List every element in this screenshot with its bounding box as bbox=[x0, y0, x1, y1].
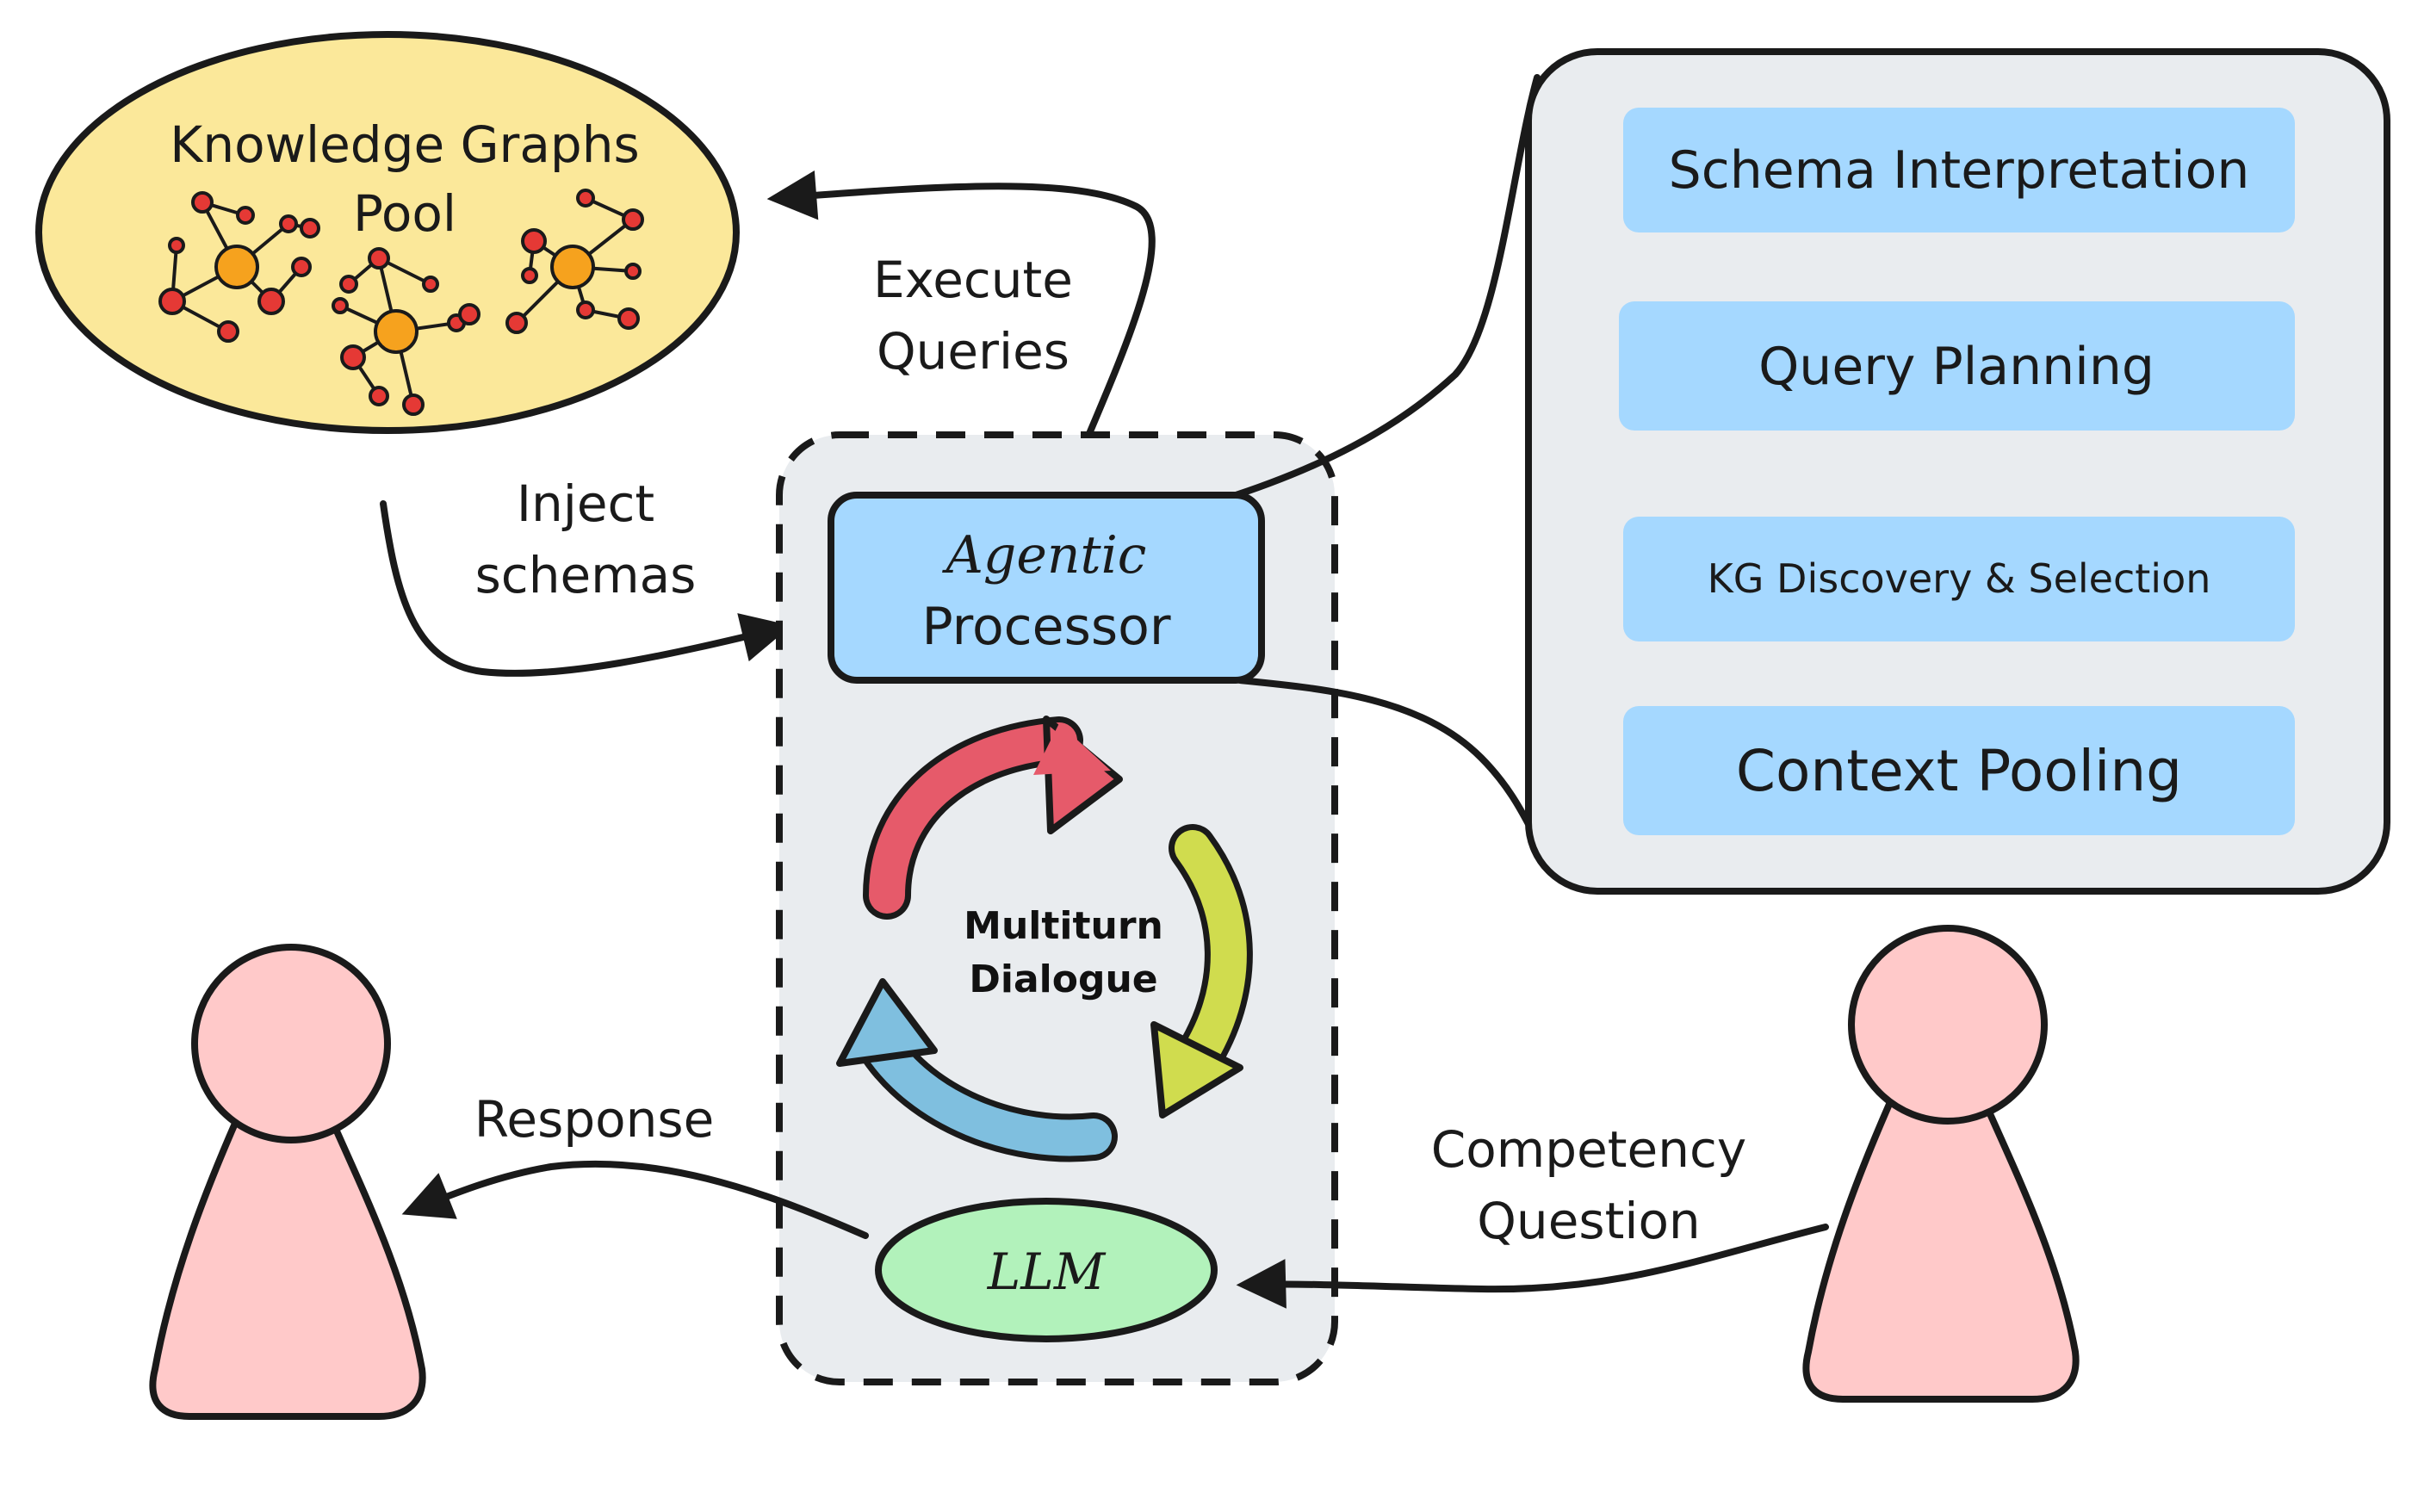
kg-pool-ellipse bbox=[35, 31, 740, 434]
capabilities-panel-box bbox=[1525, 48, 2390, 895]
capability-label: Schema Interpretation bbox=[1669, 140, 2250, 201]
response-arrow bbox=[401, 1160, 869, 1239]
kg-pool-title-line2: Pool bbox=[353, 184, 456, 243]
llm-label: LLM bbox=[987, 1242, 1107, 1301]
callout-connector-bottom bbox=[1237, 677, 1541, 843]
capability-label: Query Planning bbox=[1758, 337, 2154, 397]
cycle-arrow-yellow-icon bbox=[1150, 824, 1253, 1119]
llm-node: LLM bbox=[875, 1198, 1218, 1342]
execute-queries-label-line1: Execute bbox=[873, 251, 1073, 309]
capability-query-planning: Query Planning bbox=[1619, 301, 2295, 431]
execute-queries-label-line2: Queries bbox=[877, 322, 1070, 381]
kg-pool-title-line1: Knowledge Graphs bbox=[170, 115, 639, 174]
capability-context-pooling: Context Pooling bbox=[1623, 706, 2295, 835]
capability-box bbox=[1623, 108, 2295, 232]
agentic-processor-label-line1: Agentic bbox=[942, 525, 1147, 586]
cycle-arrow-blue-icon bbox=[836, 978, 1118, 1162]
multiturn-dialogue-cycle: Multiturn Dialogue bbox=[836, 716, 1253, 1162]
capability-schema-interpretation: Schema Interpretation bbox=[1623, 108, 2295, 232]
person-head bbox=[191, 944, 391, 1143]
person-head bbox=[1848, 925, 2048, 1125]
user-avatar-right-icon bbox=[1802, 925, 2080, 1403]
competency-question-arrow bbox=[1236, 1224, 1829, 1309]
graph-cluster-icon bbox=[332, 247, 480, 416]
competency-question-label-line2: Question bbox=[1477, 1192, 1700, 1250]
response-edge: Response bbox=[401, 1090, 869, 1239]
capability-box bbox=[1623, 706, 2295, 835]
cycle-arrow-red-icon bbox=[863, 716, 1123, 920]
callout-connector-top bbox=[1219, 74, 1541, 503]
knowledge-graphs-pool: Knowledge Graphs Pool bbox=[35, 31, 740, 434]
competency-question-edge: Competency Question bbox=[1236, 1120, 1829, 1309]
person-body bbox=[149, 1116, 426, 1420]
agentic-processor-label-line2: Processor bbox=[922, 597, 1171, 657]
graph-cluster-icon bbox=[505, 189, 644, 334]
inject-schemas-label-line1: Inject bbox=[517, 474, 654, 533]
capability-label: Context Pooling bbox=[1736, 738, 2182, 804]
agentic-processor: Agentic Processor bbox=[828, 492, 1265, 684]
capabilities-panel: Schema Interpretation Query Planning KG … bbox=[1525, 48, 2390, 895]
agentic-processor-box bbox=[828, 492, 1265, 684]
inject-schemas-arrow bbox=[380, 500, 792, 677]
capability-label: KG Discovery & Selection bbox=[1708, 555, 2211, 602]
execute-queries-arrow bbox=[766, 170, 1156, 499]
execute-queries-edge: Execute Queries bbox=[766, 170, 1156, 499]
capability-kg-discovery-selection: KG Discovery & Selection bbox=[1623, 517, 2295, 641]
cycle-label-line2: Dialogue bbox=[969, 957, 1157, 1001]
capability-box bbox=[1623, 517, 2295, 641]
inject-schemas-label-line2: schemas bbox=[475, 546, 697, 604]
user-avatar-left-icon bbox=[149, 944, 426, 1420]
competency-question-label-line1: Competency bbox=[1431, 1120, 1746, 1179]
inject-schemas-edge: Inject schemas bbox=[380, 474, 792, 677]
cycle-label-line1: Multiturn bbox=[964, 904, 1163, 948]
response-label: Response bbox=[474, 1090, 715, 1149]
person-body bbox=[1802, 1099, 2080, 1403]
capability-box bbox=[1619, 301, 2295, 431]
llm-ellipse bbox=[875, 1198, 1218, 1342]
graph-cluster-icon bbox=[158, 191, 320, 343]
